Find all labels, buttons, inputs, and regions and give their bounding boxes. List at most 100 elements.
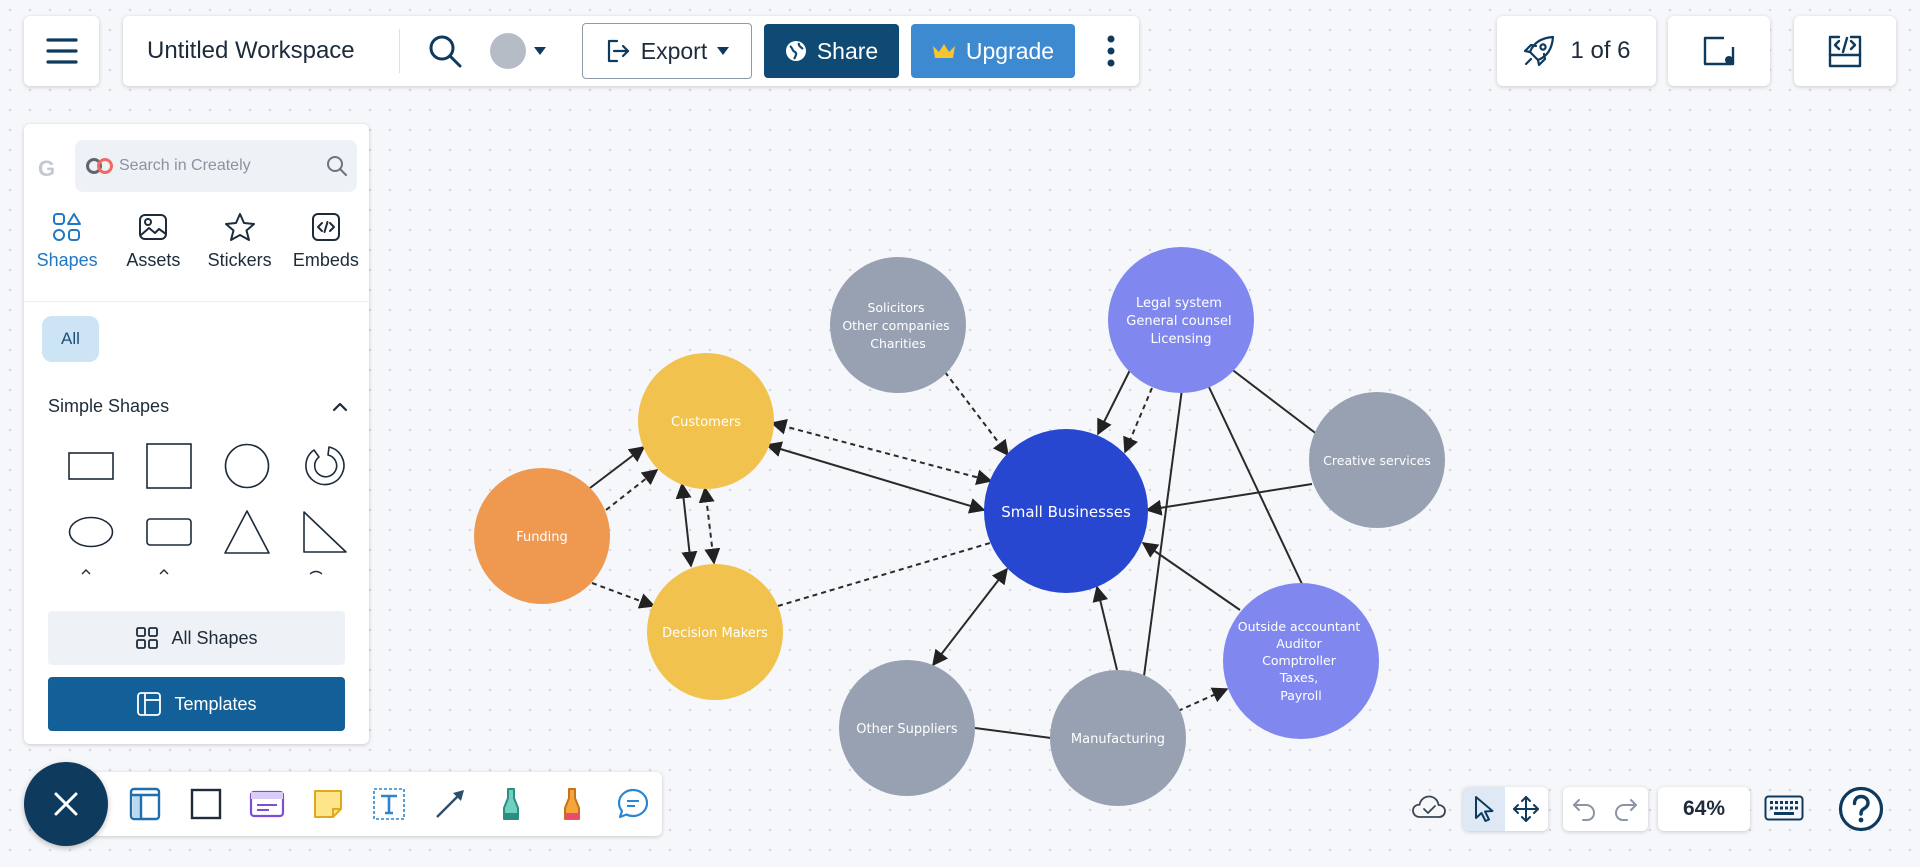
node-solicitors[interactable]: Solicitors Other companies Charities [830,257,966,393]
chevron-up-icon[interactable] [332,402,348,412]
undo-icon [1571,796,1597,822]
code-window-icon [1827,33,1863,69]
search-icon[interactable] [326,155,348,177]
pan-mode-button[interactable] [1505,787,1547,831]
code-icon [311,212,341,242]
cloud-saved-icon[interactable] [1411,793,1447,821]
shape-triangle[interactable] [208,508,286,556]
node-creative-services[interactable]: Creative services [1309,392,1445,528]
edge-suppliers-manufacturing[interactable] [974,727,1052,739]
shape-rectangle[interactable] [52,442,130,490]
node-funding[interactable]: Funding [474,468,610,604]
workspace-title[interactable]: Untitled Workspace [147,37,355,64]
panel-toggle-tool[interactable] [122,781,168,827]
node-legal-system[interactable]: Legal system General counsel Licensing [1108,247,1254,393]
edge-customers-center-dashed[interactable] [770,418,993,486]
card-tool[interactable] [244,781,290,827]
edge-customers-center-solid[interactable] [765,441,986,514]
edge-decision-center[interactable] [777,542,991,607]
main-menu-button[interactable] [24,16,99,86]
edge-legal-center-solid[interactable] [1097,369,1131,436]
search-button[interactable] [420,26,470,76]
close-icon [53,791,79,817]
edge-legal-manufacturing[interactable] [1143,388,1183,677]
node-decision-makers[interactable]: Decision Makers [647,564,783,700]
all-shapes-button[interactable]: All Shapes [48,611,345,665]
node-outside-accountant[interactable]: Outside accountant Auditor Comptroller T… [1223,583,1379,739]
edge-creative-center[interactable] [1145,483,1313,516]
edge-solicitors-center[interactable] [944,371,1009,457]
sticky-note-tool[interactable] [305,781,351,827]
comment-tool[interactable] [610,781,656,827]
move-arrows-icon [1512,795,1540,823]
select-mode-button[interactable] [1463,787,1505,831]
globe-icon [785,40,807,62]
help-icon[interactable] [1838,786,1884,832]
node-customers[interactable]: Customers [638,353,774,489]
redo-button[interactable] [1605,787,1647,831]
frame-icon [1702,35,1736,67]
templates-button[interactable]: Templates [48,677,345,731]
redo-icon [1613,796,1639,822]
frame-view-button[interactable] [1668,16,1770,86]
caret-down-icon [534,47,546,55]
google-g-icon[interactable]: G [38,156,56,181]
shape-square[interactable] [130,442,208,490]
highlighter-tool[interactable] [549,781,595,827]
edge-legal-creative[interactable] [1229,367,1319,436]
shape-ellipse[interactable] [52,508,130,556]
node-other-suppliers[interactable]: Other Suppliers [839,660,975,796]
edge-manufacturing-center[interactable] [1092,585,1118,671]
tab-embeds[interactable]: Embeds [286,212,366,301]
svg-text:Manufacturing: Manufacturing [1071,732,1165,747]
text-tool[interactable] [366,781,412,827]
edge-funding-decision[interactable] [591,582,656,609]
svg-text:Creative services: Creative services [1323,453,1431,468]
collaborator-color-picker[interactable] [490,33,560,69]
shape-right-triangle[interactable] [286,508,364,556]
pen-tool[interactable] [488,781,534,827]
all-shapes-label: All Shapes [171,627,258,648]
undo-button[interactable] [1563,787,1605,831]
node-manufacturing[interactable]: Manufacturing [1050,670,1186,806]
share-button[interactable]: Share [764,24,899,78]
edge-funding-customers-dashed[interactable] [605,469,659,511]
edge-legal-accountant[interactable] [1207,384,1303,585]
edge-suppliers-center[interactable] [932,567,1008,667]
tab-shapes[interactable]: Shapes [27,212,107,301]
panel-layout-icon [128,787,162,821]
rectangle-tool[interactable] [183,781,229,827]
edge-accountant-center[interactable] [1141,542,1241,611]
filter-chip-all[interactable]: All [42,316,99,362]
shape-circle[interactable] [208,442,286,490]
svg-text:Other Suppliers: Other Suppliers [856,722,958,737]
panel-tabs: Shapes Assets Stickers Embeds [24,212,369,302]
panel-search-box[interactable] [75,140,357,192]
more-options-button[interactable] [1099,26,1123,76]
edge-funding-customers-solid[interactable] [589,446,646,489]
edge-customers-decision-dashed[interactable] [698,486,721,565]
shapes-row-partial [81,569,323,575]
keyboard-icon[interactable] [1764,795,1804,821]
shape-arc-ring[interactable] [286,442,364,490]
shape-rounded-rectangle[interactable] [130,508,208,556]
zoom-level[interactable]: 64% [1658,787,1750,831]
simple-shapes-grid [52,442,364,556]
tab-stickers[interactable]: Stickers [200,212,280,301]
embed-code-button[interactable] [1794,16,1896,86]
upgrade-button[interactable]: Upgrade [911,24,1075,78]
tab-assets[interactable]: Assets [113,212,193,301]
presentation-button[interactable]: 1 of 6 [1497,16,1656,86]
simple-shapes-header[interactable]: Simple Shapes [48,396,348,417]
sticky-note-icon [312,788,344,820]
edge-customers-decision-solid[interactable] [675,482,698,568]
close-toolbar-button[interactable] [24,762,108,846]
export-button[interactable]: Export [582,23,752,79]
node-small-businesses[interactable]: Small Businesses [984,429,1148,593]
edge-manufacturing-accountant[interactable] [1177,687,1229,712]
edge-legal-center-dashed[interactable] [1123,387,1153,454]
connector-tool[interactable] [427,781,473,827]
panel-search-input[interactable] [119,157,326,175]
templates-label: Templates [174,693,257,714]
